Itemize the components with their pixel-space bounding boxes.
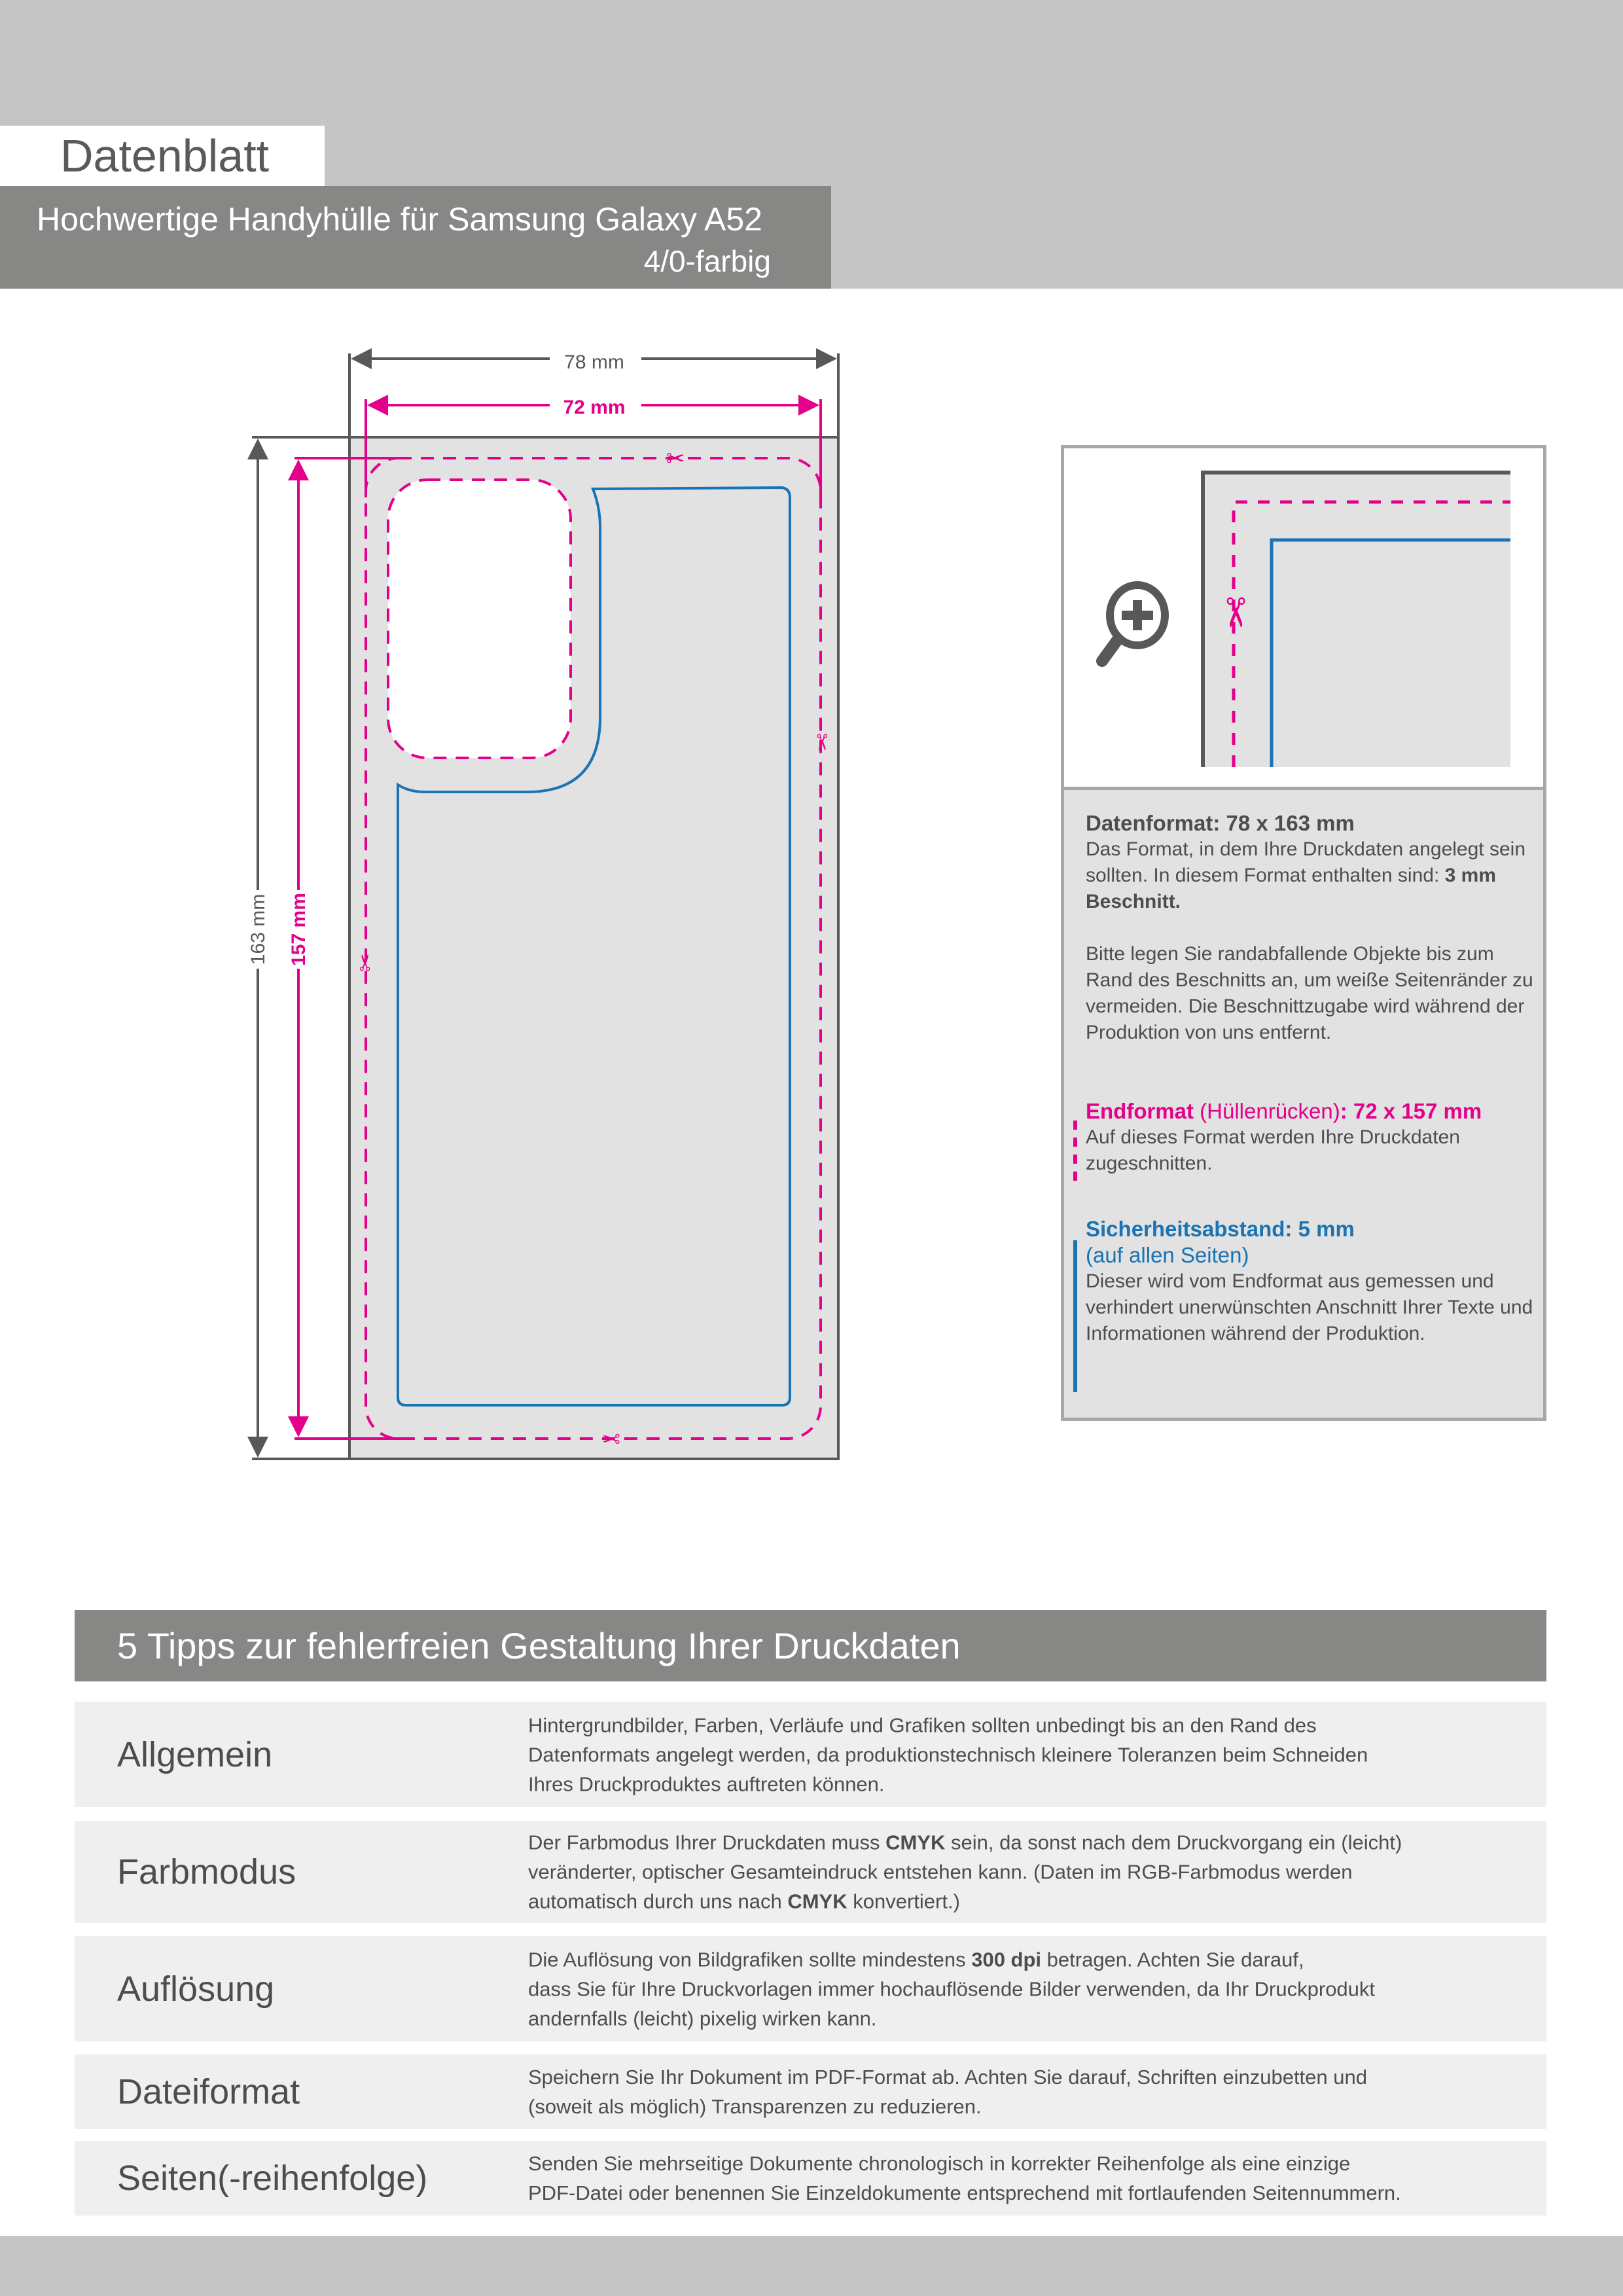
info-panel: ✂	[1061, 445, 1546, 1421]
safety-text: Dieser wird vom Endformat aus gemessen u…	[1086, 1270, 1533, 1344]
tip-row: Allgemein Hintergrundbilder, Farben, Verl…	[75, 1702, 1546, 1807]
safety-sub: (auf allen Seiten)	[1086, 1243, 1249, 1267]
tip-line: (soweit als möglich) Transparenzen zu re…	[528, 2092, 1536, 2121]
safety-line	[397, 486, 791, 1407]
scissors-icon: ✂	[1211, 596, 1259, 630]
tip-line: Die Auflösung von Bildgrafiken sollte mi…	[528, 1945, 1536, 1974]
height-outer-label: 163 mm	[247, 894, 269, 965]
info-text: Datenformat: 78 x 163 mm Das Format, in …	[1086, 810, 1537, 1347]
tip-segment: konvertiert.)	[847, 1890, 960, 1913]
tip-line: Der Farbmodus Ihrer Druckdaten muss CMYK…	[528, 1828, 1536, 1857]
tip-row: Seiten(-reihenfolge) Senden Sie mehrseiti…	[75, 2141, 1546, 2215]
tip-segment: Ihres Druckproduktes auftreten können.	[528, 1772, 885, 1795]
tip-text: Senden Sie mehrseitige Dokumente chronol…	[528, 2149, 1536, 2208]
tip-segment: Speichern Sie Ihr Dokument im PDF-Format…	[528, 2066, 1367, 2089]
endformat-value: : 72 x 157 mm	[1340, 1099, 1482, 1123]
tip-segment: CMYK	[885, 1831, 946, 1854]
tip-line: Datenformats angelegt werden, da produkt…	[528, 1740, 1536, 1769]
endformat-marker	[1073, 1121, 1077, 1186]
tip-row: Dateiformat Speichern Sie Ihr Dokument im…	[75, 2054, 1546, 2129]
width-inner-label: 72 mm	[563, 397, 625, 418]
color-mode: 4/0-farbig	[643, 244, 771, 278]
tip-label: Dateiformat	[117, 2072, 300, 2111]
tip-line: Senden Sie mehrseitige Dokumente chronol…	[528, 2149, 1536, 2178]
tip-label: Seiten(-reihenfolge)	[117, 2159, 428, 2198]
tip-segment: betragen. Achten Sie darauf,	[1041, 1948, 1304, 1971]
scissors-icon: ✂	[602, 1425, 621, 1451]
scissors-icon: ✂	[666, 446, 685, 472]
datenformat-bold: 3 mm Beschnitt.	[1086, 865, 1496, 912]
width-outer-label: 78 mm	[564, 351, 624, 373]
tip-line: Ihres Druckproduktes auftreten können.	[528, 1769, 1536, 1799]
tip-segment: dass Sie für Ihre Druckvorlagen immer ho…	[528, 1977, 1376, 2000]
tip-segment: (soweit als möglich) Transparenzen zu re…	[528, 2095, 982, 2118]
tip-line: Speichern Sie Ihr Dokument im PDF-Format…	[528, 2062, 1536, 2092]
tip-segment: Die Auflösung von Bildgrafiken sollte mi…	[528, 1948, 972, 1971]
tip-segment: Der Farbmodus Ihrer Druckdaten muss	[528, 1831, 886, 1854]
product-bar: Hochwertige Handyhülle für Samsung Galax…	[0, 186, 831, 289]
tip-text: Speichern Sie Ihr Dokument im PDF-Format…	[528, 2062, 1536, 2121]
endformat-paren: (Hüllenrücken)	[1200, 1099, 1340, 1123]
height-inner-label: 157 mm	[288, 893, 310, 966]
phone-case-diagram: 78 mm 72 mm 163 mm 157 mm ✂ ✂ ✂ ✂	[247, 348, 840, 1460]
tip-segment: PDF-Datei oder benennen Sie Einzeldokume…	[528, 2181, 1401, 2204]
tip-segment: CMYK	[787, 1890, 847, 1913]
tip-segment: veränderter, optischer Gesamteindruck en…	[528, 1860, 1353, 1884]
detail-zoom-view: ✂	[1064, 448, 1543, 790]
tip-segment: Senden Sie mehrseitige Dokumente chronol…	[528, 2152, 1351, 2175]
tip-segment: andernfalls (leicht) pixelig wirken kann…	[528, 2007, 877, 2030]
page-title: Datenblatt	[0, 126, 325, 186]
bleed-text: Bitte legen Sie randabfallende Objekte b…	[1086, 943, 1533, 1043]
bottom-band	[0, 2236, 1623, 2296]
tip-segment: Datenformats angelegt werden, da produkt…	[528, 1743, 1368, 1766]
tip-line: automatisch durch uns nach CMYK konverti…	[528, 1887, 1536, 1916]
scissors-icon: ✂	[808, 733, 834, 752]
tip-segment: Hintergrundbilder, Farben, Verläufe und …	[528, 1713, 1317, 1736]
tip-line: dass Sie für Ihre Druckvorlagen immer ho…	[528, 1974, 1536, 2003]
tip-line: veränderter, optischer Gesamteindruck en…	[528, 1857, 1536, 1887]
safety-marker	[1073, 1240, 1077, 1392]
tips-title: 5 Tipps zur fehlerfreien Gestaltung Ihre…	[75, 1610, 1546, 1681]
tip-segment: 300 dpi	[971, 1948, 1042, 1971]
tip-text: Die Auflösung von Bildgrafiken sollte mi…	[528, 1945, 1536, 2033]
tip-text: Der Farbmodus Ihrer Druckdaten muss CMYK…	[528, 1828, 1536, 1916]
tip-line: Hintergrundbilder, Farben, Verläufe und …	[528, 1710, 1536, 1740]
tip-segment: automatisch durch uns nach	[528, 1890, 788, 1913]
safety-title: Sicherheitsabstand: 5 mm	[1086, 1217, 1355, 1241]
tip-row: Auflösung Die Auflösung von Bildgrafiken …	[75, 1936, 1546, 2041]
cut-line	[365, 457, 822, 1440]
datenformat-text: Das Format, in dem Ihre Druckdaten angel…	[1086, 838, 1525, 886]
tip-line: andernfalls (leicht) pixelig wirken kann…	[528, 2003, 1536, 2033]
zoom-in-icon	[1096, 581, 1169, 667]
tip-text: Hintergrundbilder, Farben, Verläufe und …	[528, 1710, 1536, 1799]
camera-cutout	[387, 478, 572, 759]
endformat-text: Auf dieses Format werden Ihre Druckdaten…	[1086, 1126, 1460, 1174]
tip-label: Allgemein	[117, 1734, 273, 1774]
tip-label: Auflösung	[117, 1969, 275, 2009]
scissors-icon: ✂	[353, 954, 379, 973]
product-name: Hochwertige Handyhülle für Samsung Galax…	[37, 201, 762, 238]
tip-label: Farbmodus	[117, 1852, 296, 1892]
datenformat-title: Datenformat: 78 x 163 mm	[1086, 811, 1355, 835]
tip-row: Farbmodus Der Farbmodus Ihrer Druckdaten …	[75, 1821, 1546, 1923]
tip-segment: sein, da sonst nach dem Druckvorgang ein…	[945, 1831, 1402, 1854]
endformat-label: Endformat	[1086, 1099, 1194, 1123]
tip-line: PDF-Datei oder benennen Sie Einzeldokume…	[528, 2178, 1536, 2208]
